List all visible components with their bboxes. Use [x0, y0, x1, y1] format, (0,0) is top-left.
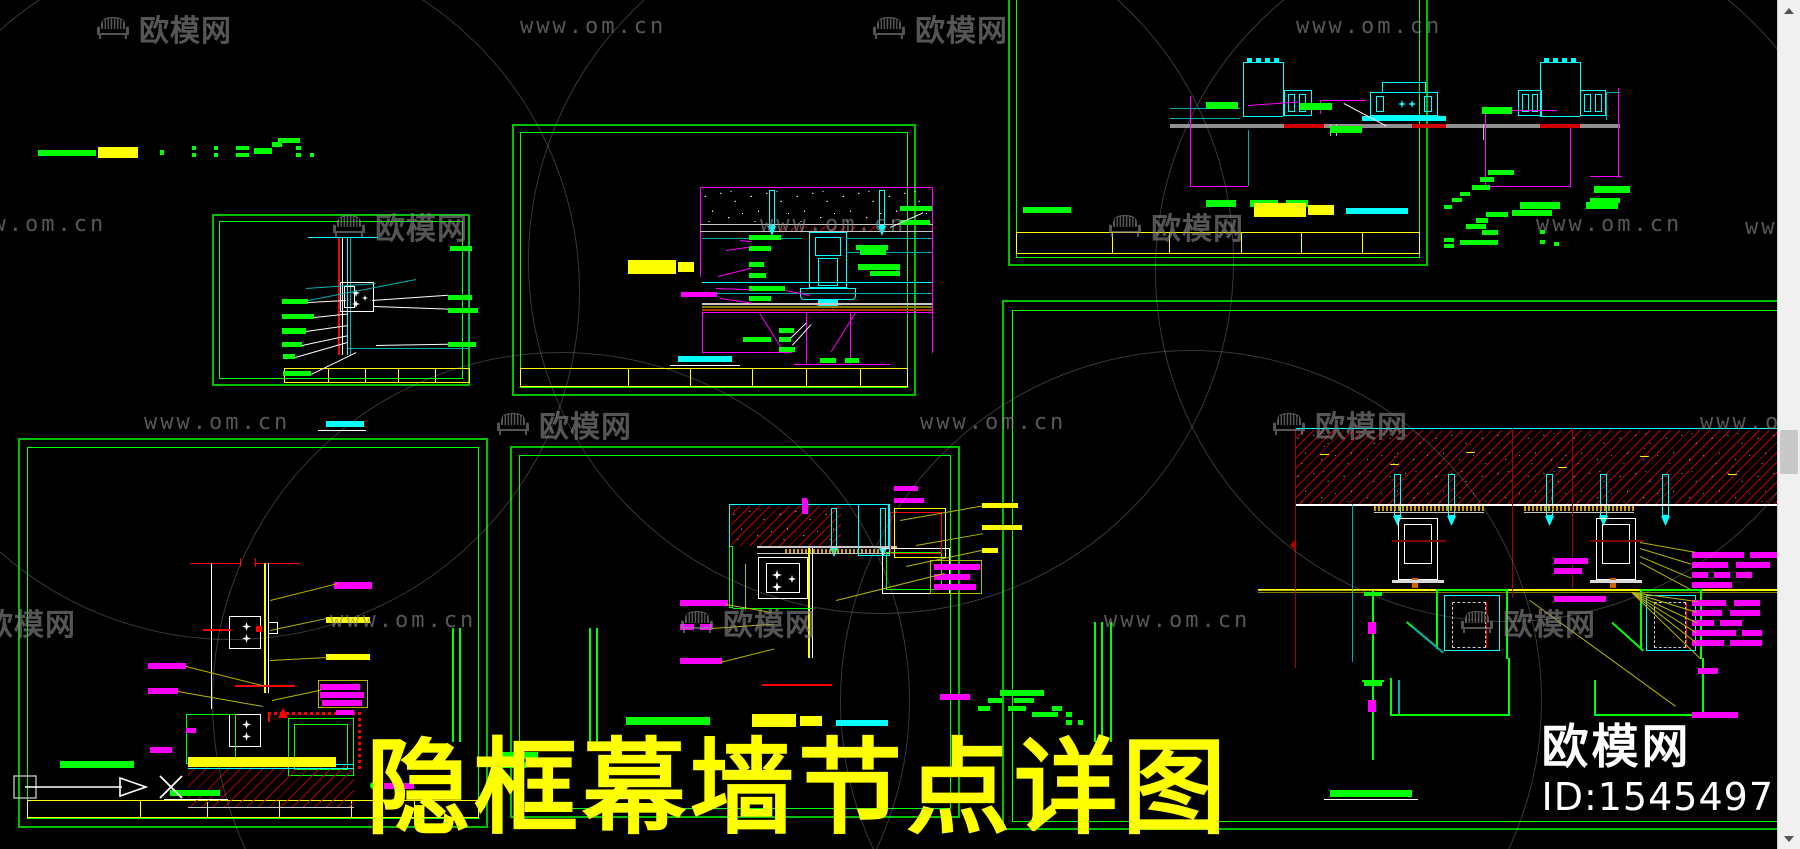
- ucs-axis-icon: [12, 766, 192, 819]
- chevron-up-icon: [1784, 7, 1794, 14]
- chevron-down-icon: [1784, 835, 1794, 842]
- corner-watermark: 欧模网 ID:1545497: [1541, 720, 1774, 820]
- watermark-id: ID:1545497: [1541, 775, 1774, 819]
- scroll-up-button[interactable]: [1778, 0, 1800, 21]
- watermark-brand: 欧模网: [1541, 720, 1692, 775]
- vertical-scrollbar[interactable]: [1777, 0, 1800, 849]
- scrollbar-thumb[interactable]: [1780, 430, 1798, 474]
- page-title: 隐框幕墙节点详图: [366, 727, 1231, 849]
- scrollbar-track[interactable]: [1778, 21, 1800, 828]
- scroll-down-button[interactable]: [1778, 828, 1800, 849]
